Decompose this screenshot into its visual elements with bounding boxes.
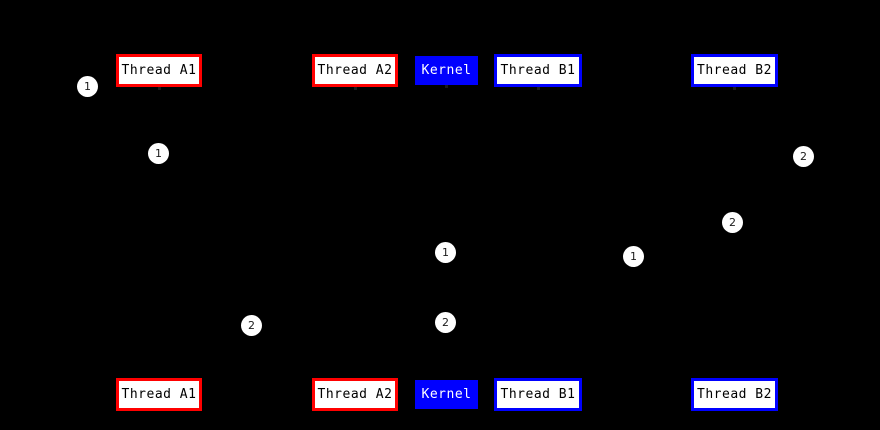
participant-label: Thread B1	[500, 387, 576, 402]
participant-label: Kernel	[421, 63, 472, 78]
participant-thread-a1-top[interactable]: Thread A1	[116, 54, 202, 87]
lifeline-kernel	[446, 85, 447, 380]
message-3	[446, 224, 538, 225]
step-badge-1: 1	[148, 143, 169, 164]
message-6	[355, 324, 446, 325]
message-2	[446, 158, 734, 159]
participant-label: Thread B1	[500, 63, 576, 78]
step-badge-2: 2	[793, 146, 814, 167]
message-1	[159, 155, 446, 156]
lifeline-thread-a2	[355, 87, 356, 378]
participant-thread-a1-bottom[interactable]: Thread A1	[116, 378, 202, 411]
participant-thread-b2-top[interactable]: Thread B2	[691, 54, 778, 87]
participant-thread-b1-bottom[interactable]: Thread B1	[494, 378, 582, 411]
message-5	[355, 258, 446, 259]
step-badge-1: 1	[435, 242, 456, 263]
participant-label: Kernel	[421, 387, 472, 402]
participant-thread-a2-bottom[interactable]: Thread A2	[312, 378, 398, 411]
lifeline-thread-b2-tick	[733, 87, 736, 90]
participant-kernel-top[interactable]: Kernel	[415, 56, 478, 85]
participant-kernel-bottom[interactable]: Kernel	[415, 380, 478, 409]
participant-label: Thread A1	[121, 63, 197, 78]
participant-thread-b1-top[interactable]: Thread B1	[494, 54, 582, 87]
participant-label: Thread B2	[697, 387, 772, 402]
step-badge-2: 2	[722, 212, 743, 233]
lifeline-thread-b1	[538, 87, 539, 378]
step-badge-1: 1	[623, 246, 644, 267]
lifeline-thread-a1-tick	[158, 87, 161, 90]
participant-label: Thread B2	[697, 63, 772, 78]
message-4	[159, 253, 446, 254]
lifeline-thread-b1-tick	[537, 87, 540, 90]
step-badge-2: 2	[435, 312, 456, 333]
participant-thread-a2-top[interactable]: Thread A2	[312, 54, 398, 87]
lifeline-thread-a1	[159, 87, 160, 378]
participant-label: Thread A2	[317, 387, 393, 402]
participant-thread-b2-bottom[interactable]: Thread B2	[691, 378, 778, 411]
participant-label: Thread A2	[317, 63, 393, 78]
step-badge-1: 1	[77, 76, 98, 97]
step-badge-2: 2	[241, 315, 262, 336]
lifeline-kernel-tick	[445, 85, 448, 88]
message-7	[446, 327, 734, 328]
lifeline-thread-a2-tick	[354, 87, 357, 90]
participant-label: Thread A1	[121, 387, 197, 402]
